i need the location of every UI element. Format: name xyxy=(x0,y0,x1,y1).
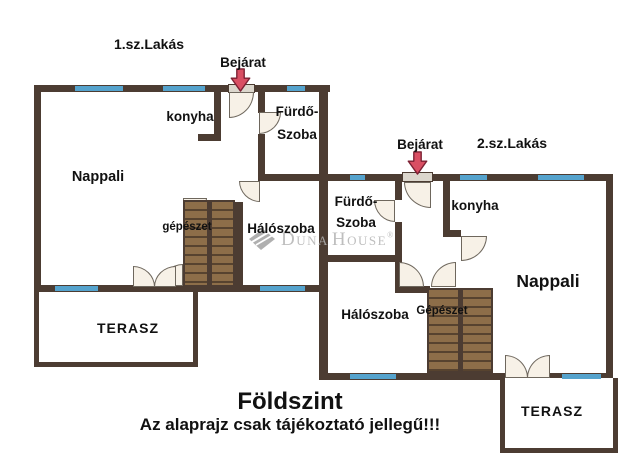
disclaimer-text: Az alaprajz csak tájékoztató jellegű!!! xyxy=(139,415,441,434)
apt2-mechanical-door xyxy=(431,262,456,287)
apt1-bedroom-top-wall xyxy=(258,174,613,181)
apt1-bathroom-wall-upper xyxy=(258,92,265,113)
apt2-window xyxy=(562,374,601,379)
apt1-window xyxy=(163,86,205,91)
apt2-bathroom-label-line2: Szoba xyxy=(336,215,376,230)
apt2-terrace-door-right-leaf xyxy=(527,355,550,378)
apt2-entrance-label: Bejárat xyxy=(397,137,443,152)
apt2-terrace-door-left-leaf xyxy=(505,355,528,378)
apt1-window xyxy=(55,286,98,291)
apt2-right-wall xyxy=(606,174,613,380)
apt2-kitchen-label: konyha xyxy=(451,198,499,213)
apt1-bathroom-label-line2: Szoba xyxy=(277,127,317,142)
apt1-window xyxy=(75,86,123,91)
apt2-title: 2.sz.Lakás xyxy=(476,135,548,151)
duna-house-diamond-icon xyxy=(249,229,275,250)
apt1-bedroom-left-wall xyxy=(235,202,243,292)
apt1-entrance-arrow-icon xyxy=(230,68,251,92)
apt2-window xyxy=(538,175,584,180)
apt1-left-wall xyxy=(34,85,41,292)
apt1-bedroom-door xyxy=(239,181,260,202)
shared-wall xyxy=(319,85,328,380)
apt2-staircase-divider xyxy=(457,290,463,371)
apt2-bedroom-door xyxy=(399,262,424,287)
apt2-bathroom-label: Fürdő- Szoba xyxy=(335,191,378,233)
apt2-window xyxy=(460,175,487,180)
apt2-bathroom-label-line1: Fürdő- xyxy=(334,194,378,209)
apt1-entrance-door xyxy=(229,92,254,118)
apt1-bathroom-label-line1: Fürdő- xyxy=(275,104,319,119)
apt1-window xyxy=(287,86,305,91)
apt1-terrace-door-left-leaf xyxy=(133,266,155,287)
apt1-entrance-label: Bejárat xyxy=(220,55,266,70)
apt1-title: 1.sz.Lakás xyxy=(113,36,185,52)
apt2-bedroom-label: Hálószoba xyxy=(341,307,409,322)
apt2-hall-wall-upper xyxy=(395,181,402,200)
apt2-window xyxy=(350,175,365,180)
apt2-kitchen-door xyxy=(461,236,487,261)
apt2-mechanical-label: Gépészet xyxy=(416,305,468,317)
apt1-staircase xyxy=(183,200,235,287)
apt1-kitchen-wall-stub xyxy=(198,134,221,141)
apt2-entrance-arrow-icon xyxy=(407,151,428,175)
apt2-window xyxy=(350,374,396,379)
apt1-terrace-label: TERASZ xyxy=(97,320,159,336)
apt1-window xyxy=(260,286,305,291)
apt2-terrace-outline xyxy=(500,378,618,453)
apt1-bedroom-label: Hálószoba xyxy=(247,221,315,236)
apt2-kitchen-wall-stub xyxy=(443,230,461,237)
apt2-entrance-door xyxy=(404,182,431,208)
apt2-terrace-label: TERASZ xyxy=(521,403,583,419)
apt1-bathroom-label: Fürdő- Szoba xyxy=(276,100,319,146)
apt2-bathroom-bottom-wall xyxy=(328,255,402,262)
apt2-staircase xyxy=(427,288,493,373)
apt2-corridor-wall xyxy=(395,286,430,293)
floor-title: Földszint xyxy=(237,388,343,415)
apt1-terrace-door-right-leaf xyxy=(154,266,176,287)
apt1-staircase-divider xyxy=(206,202,212,285)
apt1-bathroom-wall-lower xyxy=(258,134,265,181)
apt1-terrace-outline xyxy=(34,292,198,367)
apt1-living-label: Nappali xyxy=(71,169,125,185)
apt1-kitchen-label: konyha xyxy=(166,109,214,124)
apt1-bottom-wall xyxy=(34,285,326,292)
apt1-mechanical-label: gépészet xyxy=(162,221,212,233)
apt2-bottom-wall xyxy=(326,373,613,380)
apt2-living-label: Nappali xyxy=(516,271,580,291)
apt1-kitchen-wall xyxy=(214,92,221,140)
apt2-kitchen-wall xyxy=(443,181,450,237)
